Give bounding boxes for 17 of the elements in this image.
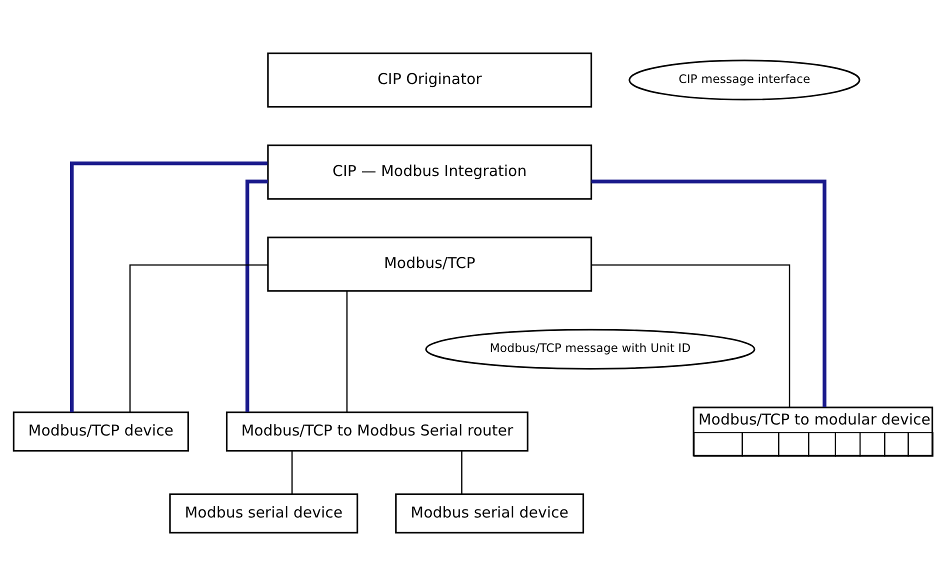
- connector: [69, 161, 267, 412]
- node-box: Modbus/TCP to Modbus Serial router: [225, 411, 528, 452]
- connector: [346, 291, 348, 412]
- node-ellipse: CIP message interface: [628, 60, 860, 100]
- node-box: CIP Originator: [266, 52, 592, 108]
- connector: [590, 180, 826, 408]
- connector: [244, 180, 268, 412]
- node-box: CIP — Modbus Integration: [266, 144, 592, 200]
- connector: [128, 264, 268, 412]
- node-box: Modbus/TCP: [266, 236, 592, 292]
- node-box: Modbus/TCP device: [12, 411, 188, 452]
- node-box: Modbus serial device: [168, 493, 358, 534]
- connector: [290, 450, 292, 494]
- node-box: Modbus serial device: [394, 493, 584, 534]
- node-ellipse: Modbus/TCP message with Unit ID: [424, 328, 755, 370]
- connector: [460, 450, 462, 494]
- connector: [591, 264, 790, 408]
